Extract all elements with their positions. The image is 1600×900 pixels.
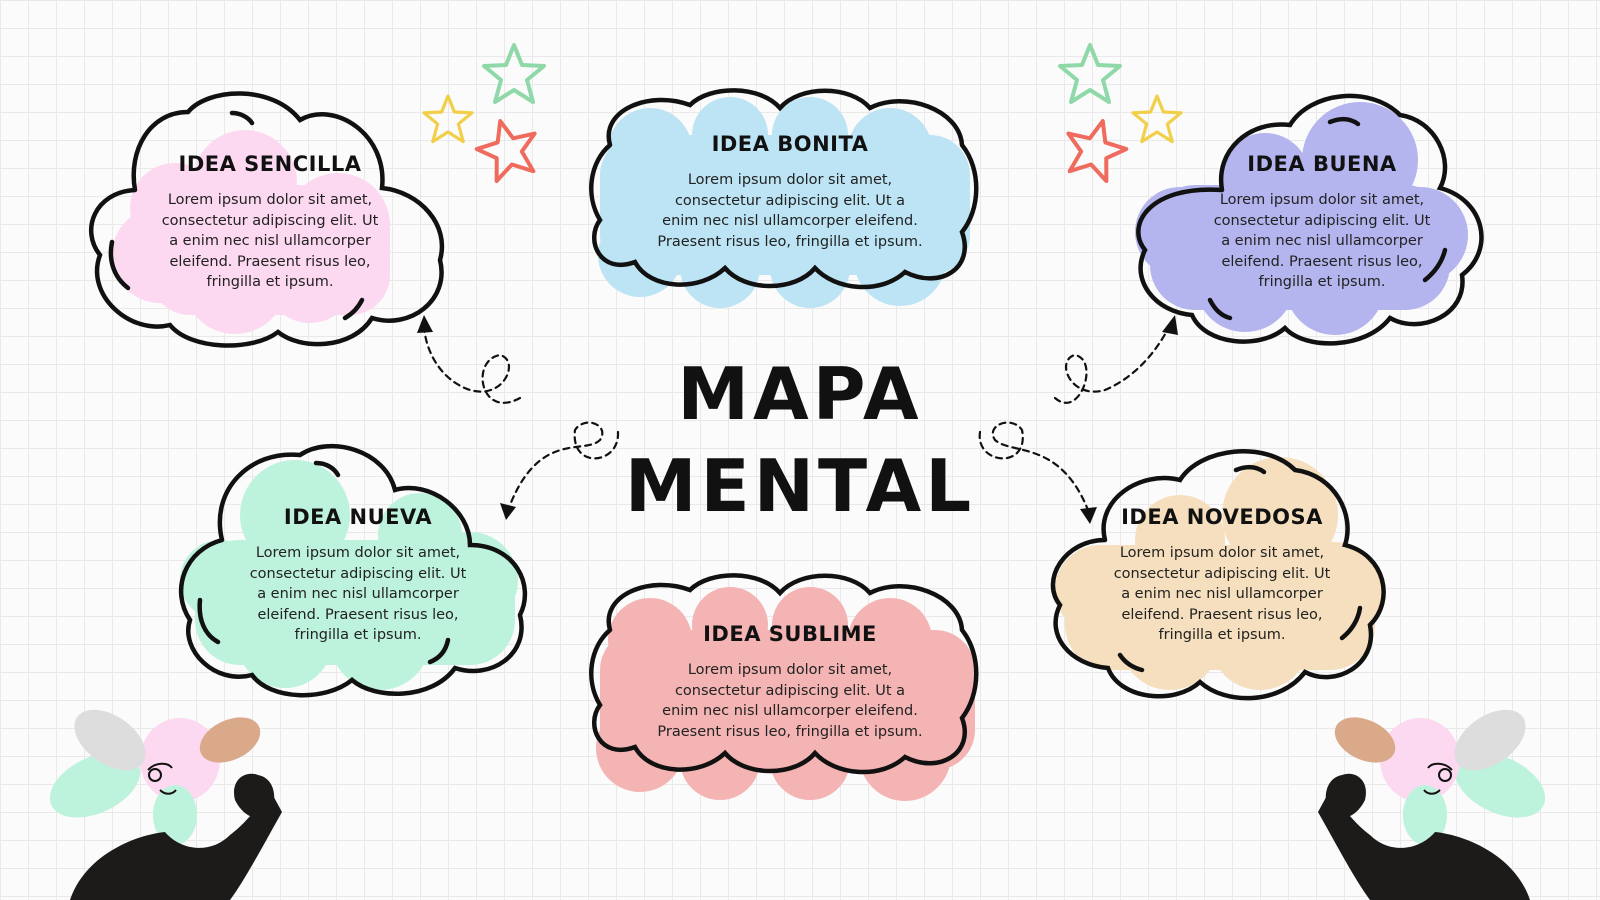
cloud-fill-nueva	[180, 460, 518, 690]
arrow-to-buena	[1053, 323, 1172, 404]
arrowhead-sencilla	[417, 315, 433, 333]
star-icon-red	[1057, 111, 1134, 186]
star-icon-yellow	[1131, 94, 1183, 144]
cloud-fill-sencilla	[112, 130, 390, 334]
arrow-heads	[417, 315, 1178, 524]
star-icon-red	[469, 111, 546, 186]
cloud-idea-nueva	[178, 444, 528, 698]
cloud-fill-buena	[1135, 102, 1468, 335]
cloud-idea-sencilla	[88, 91, 445, 348]
arrow-to-nueva	[508, 421, 620, 507]
mind-map-title: MAPA MENTAL	[600, 348, 1000, 532]
idea-title: IDEA BUENA	[1247, 152, 1397, 176]
cloud-idea-buena	[1135, 93, 1484, 346]
cloud-outline-nueva	[178, 444, 528, 698]
idea-title: IDEA NOVEDOSA	[1121, 505, 1323, 529]
cloud-fill-sublime	[596, 587, 975, 801]
idea-title: IDEA BONITA	[711, 132, 869, 156]
title-line-1: MAPA	[677, 352, 923, 436]
cloud-outline-buena	[1136, 93, 1484, 346]
cloud-outline-sencilla	[88, 91, 445, 348]
cloud-idea-novedosa	[1050, 449, 1386, 701]
title-line-2: MENTAL	[624, 444, 976, 528]
idea-sencilla: IDEA SENCILLA Lorem ipsum dolor sit amet…	[160, 152, 380, 293]
idea-bonita: IDEA BONITA Lorem ipsum dolor sit amet, …	[655, 132, 925, 252]
cloud-idea-sublime	[589, 573, 979, 801]
idea-title: IDEA SUBLIME	[703, 622, 877, 646]
star-group-left	[422, 43, 546, 186]
cloud-outline-bonita	[589, 88, 979, 290]
connector-arrows	[422, 323, 1172, 512]
arrowhead-novedosa	[1080, 507, 1097, 524]
idea-body: Lorem ipsum dolor sit amet, consectetur …	[249, 545, 467, 643]
idea-body: Lorem ipsum dolor sit amet, consectetur …	[657, 662, 923, 740]
idea-sublime: IDEA SUBLIME Lorem ipsum dolor sit amet,…	[655, 622, 925, 742]
arrow-to-novedosa	[978, 421, 1090, 512]
cloud-idea-bonita	[589, 88, 979, 308]
idea-body: Lorem ipsum dolor sit amet, consectetur …	[657, 172, 923, 250]
idea-body: Lorem ipsum dolor sit amet, consectetur …	[1213, 192, 1431, 290]
cloud-fill-bonita	[598, 97, 970, 308]
idea-title: IDEA SENCILLA	[178, 152, 362, 176]
idea-nueva: IDEA NUEVA Lorem ipsum dolor sit amet, c…	[248, 505, 468, 646]
idea-title: IDEA NUEVA	[283, 505, 433, 529]
star-icon-green	[482, 43, 546, 104]
character-illustration-right	[1318, 709, 1546, 900]
star-group-right	[1057, 43, 1183, 186]
idea-body: Lorem ipsum dolor sit amet, consectetur …	[161, 192, 379, 290]
arrow-to-sencilla	[422, 323, 522, 404]
star-icon-yellow	[422, 94, 474, 144]
cloud-outline-sublime	[589, 573, 979, 775]
character-illustration-left	[49, 709, 282, 900]
idea-body: Lorem ipsum dolor sit amet, consectetur …	[1113, 545, 1331, 643]
arrowhead-nueva	[500, 503, 516, 520]
star-icon-green	[1058, 43, 1122, 104]
cloud-outline-novedosa	[1050, 449, 1386, 701]
arrowhead-buena	[1162, 315, 1178, 335]
idea-novedosa: IDEA NOVEDOSA Lorem ipsum dolor sit amet…	[1112, 505, 1332, 646]
cloud-fill-novedosa	[1055, 457, 1383, 690]
idea-buena: IDEA BUENA Lorem ipsum dolor sit amet, c…	[1212, 152, 1432, 293]
